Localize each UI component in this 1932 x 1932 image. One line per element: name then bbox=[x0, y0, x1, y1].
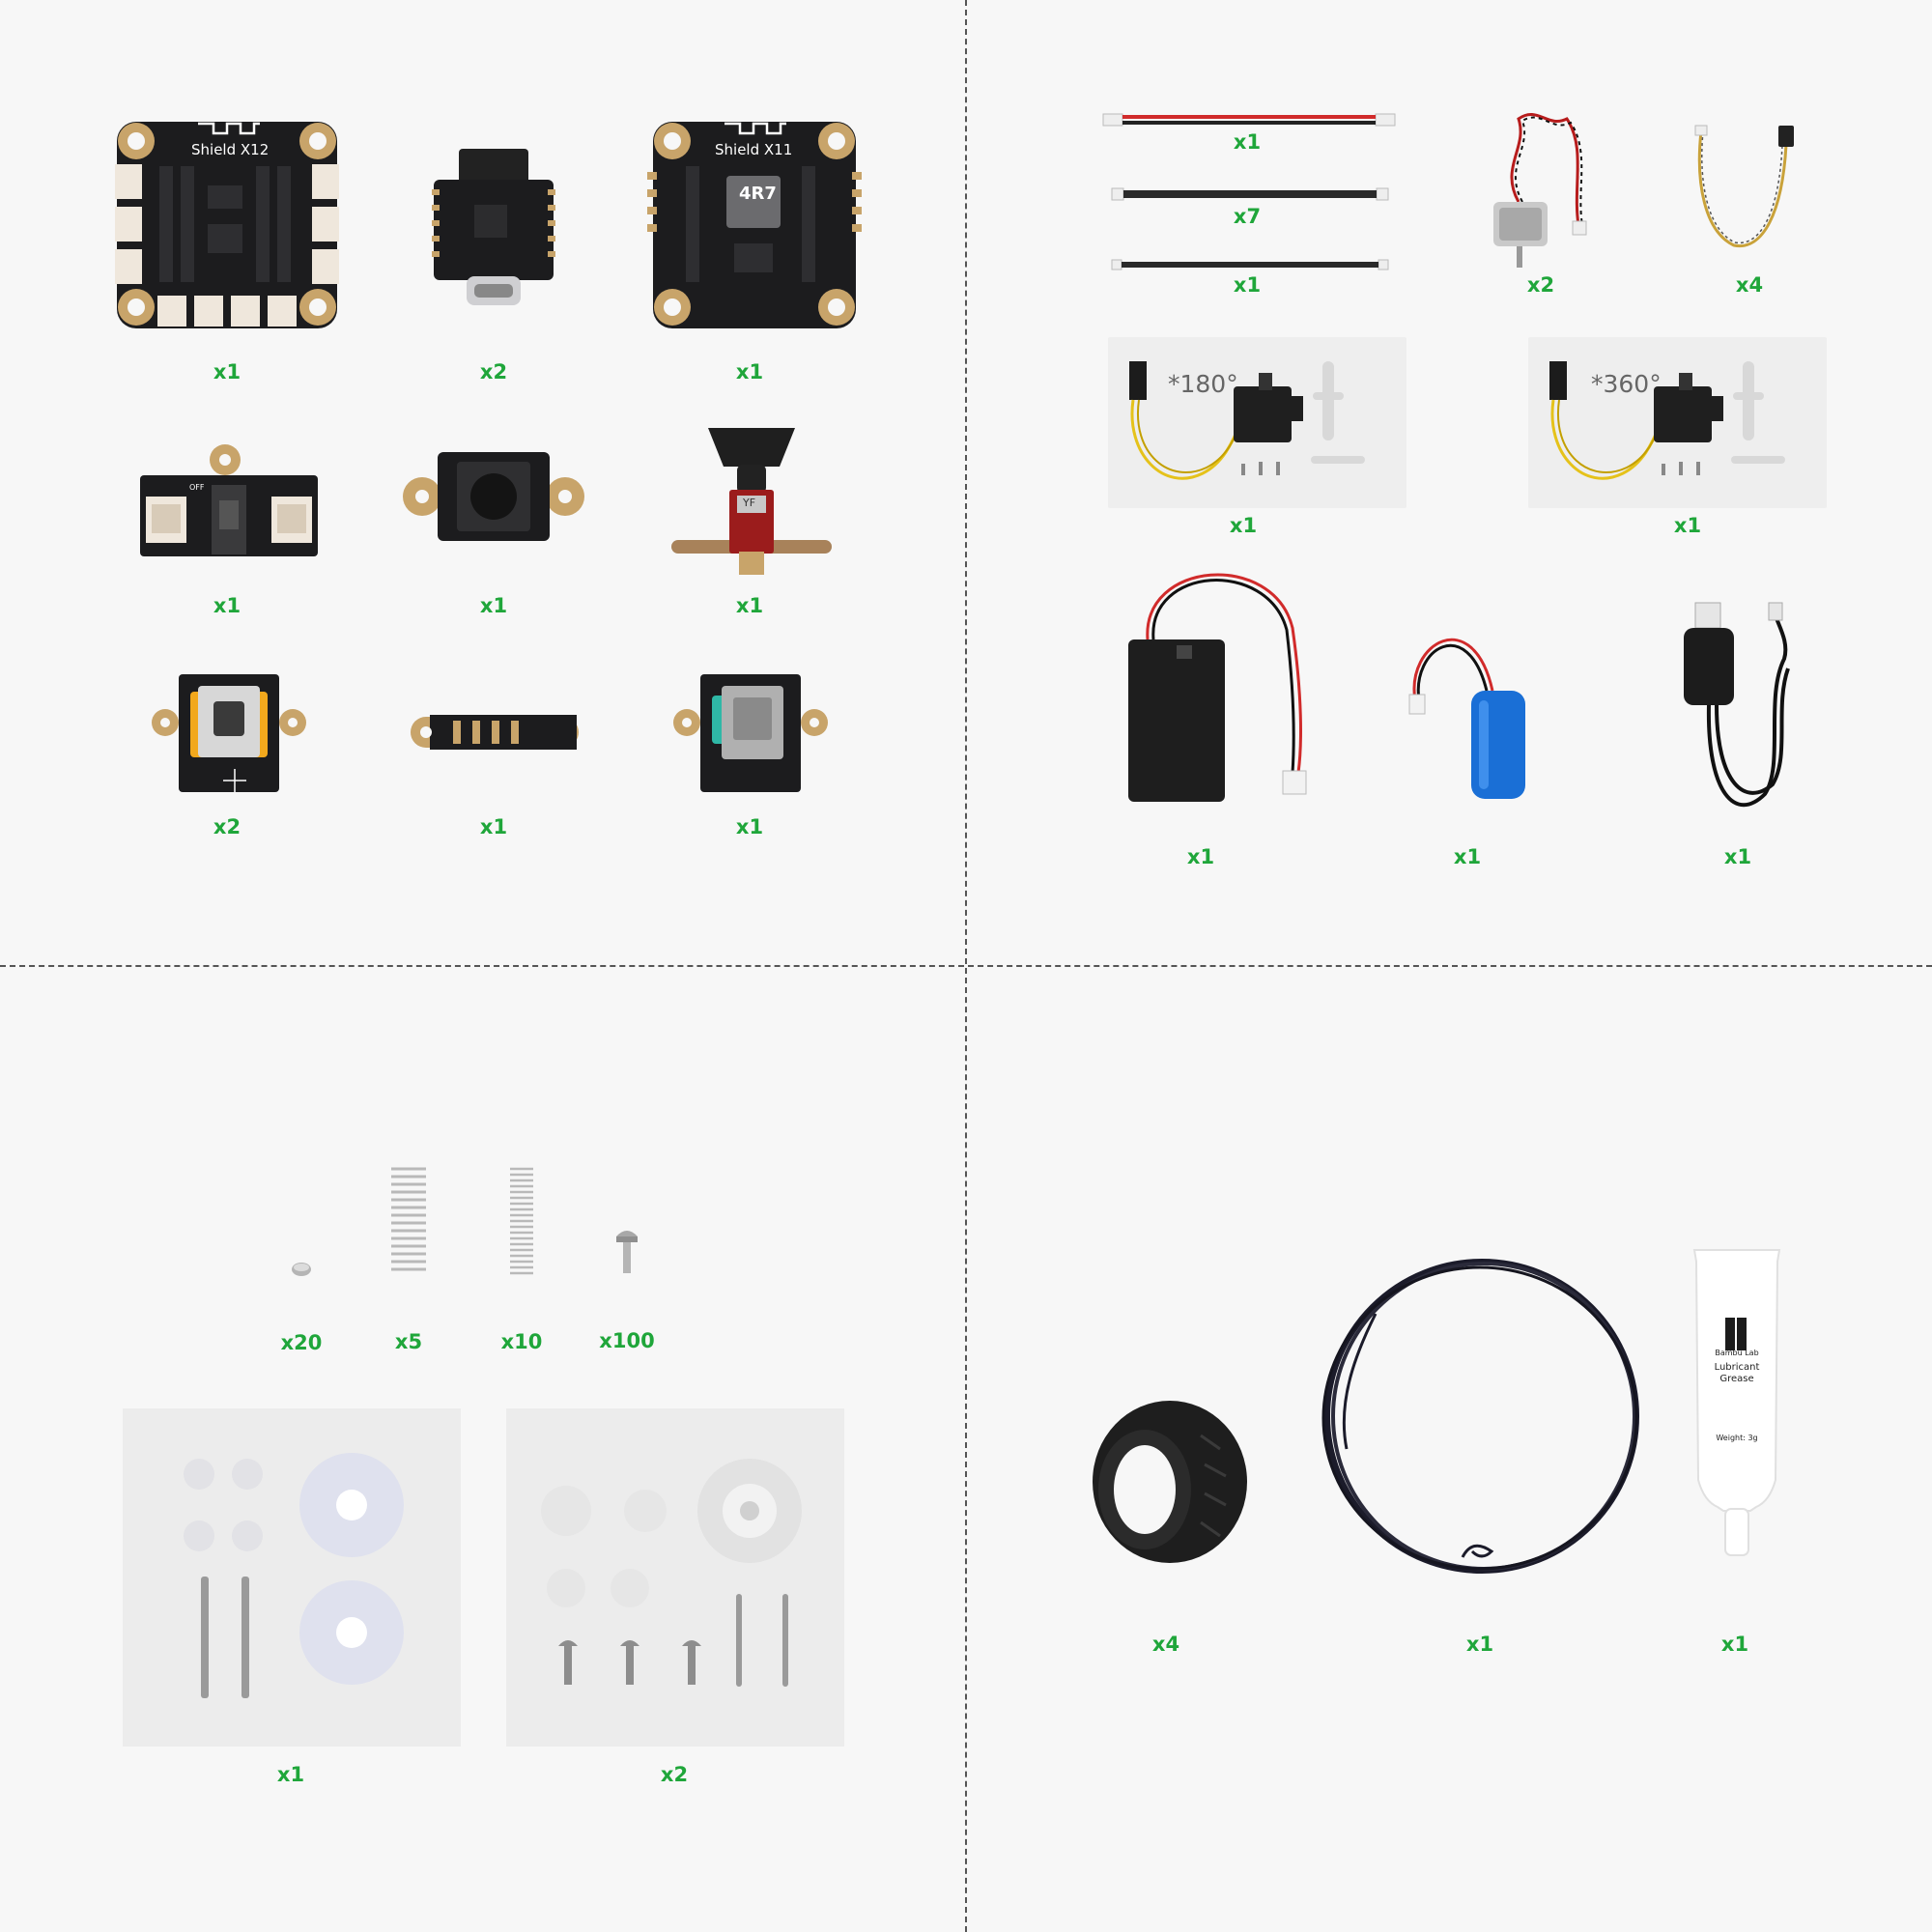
qty-magnet: x20 bbox=[280, 1331, 323, 1354]
red-black-cable bbox=[1102, 111, 1396, 128]
qty-white-cable-1: x1 bbox=[1233, 273, 1262, 297]
shield-x11-label: Shield X11 bbox=[715, 141, 793, 158]
qty-usb-charger: x1 bbox=[1723, 845, 1752, 868]
magnet bbox=[291, 1262, 312, 1277]
lubricant-grease-tube bbox=[1692, 1248, 1781, 1565]
wire-coil bbox=[1318, 1256, 1644, 1578]
shield-x12-board bbox=[111, 118, 343, 332]
shield-x11-board bbox=[647, 118, 862, 332]
screw bbox=[614, 1229, 639, 1275]
qty-gear-kit-a: x1 bbox=[276, 1763, 305, 1786]
gear-kit-b bbox=[537, 1457, 817, 1694]
qty-sensor-cable: x4 bbox=[1735, 273, 1764, 297]
spring-small bbox=[508, 1165, 535, 1277]
servo-360 bbox=[1546, 357, 1797, 493]
sensor-cable bbox=[1694, 125, 1800, 251]
joystick-module bbox=[152, 672, 306, 794]
qty-battery: x1 bbox=[1453, 845, 1482, 868]
qty-shield-x11: x1 bbox=[735, 360, 764, 384]
lithium-battery bbox=[1406, 604, 1531, 801]
qty-servo-360: x1 bbox=[1673, 514, 1702, 537]
rubber-tire bbox=[1085, 1397, 1249, 1565]
grease-brand: Bambu Lab bbox=[1715, 1349, 1759, 1357]
horizontal-divider bbox=[0, 965, 1932, 967]
slide-switch-module bbox=[140, 444, 318, 556]
qty-tire: x4 bbox=[1151, 1633, 1180, 1656]
qty-spring-large: x5 bbox=[394, 1330, 423, 1353]
grease-name-line2: Grease bbox=[1719, 1374, 1754, 1384]
qty-toggle-switch: x1 bbox=[735, 594, 764, 617]
qty-grease: x1 bbox=[1720, 1633, 1749, 1656]
qty-battery-box: x1 bbox=[1186, 845, 1215, 868]
qty-shield-x12: x1 bbox=[213, 360, 242, 384]
connector-strip-module bbox=[411, 713, 579, 752]
white-cable-short bbox=[1111, 186, 1389, 202]
battery-box bbox=[1128, 551, 1307, 804]
shield-x12-label: Shield X12 bbox=[191, 141, 270, 158]
qty-gear-kit-b: x2 bbox=[660, 1763, 689, 1786]
qty-joystick: x2 bbox=[213, 815, 242, 838]
push-button-module bbox=[403, 450, 584, 543]
toggle-chip-label: YF bbox=[743, 497, 756, 509]
grease-name-line1: Lubricant bbox=[1714, 1362, 1760, 1373]
toggle-switch-module bbox=[671, 426, 832, 577]
usb-charger-cable bbox=[1678, 601, 1798, 815]
qty-push-button: x1 bbox=[479, 594, 508, 617]
qty-red-cable: x1 bbox=[1233, 130, 1262, 154]
esp-controller-board bbox=[432, 147, 555, 307]
qty-servo-180: x1 bbox=[1229, 514, 1258, 537]
qty-esp-board: x2 bbox=[479, 360, 508, 384]
qty-dc-motor: x2 bbox=[1526, 273, 1555, 297]
qty-connector-strip: x1 bbox=[479, 815, 508, 838]
qty-rotary-switch: x1 bbox=[735, 815, 764, 838]
servo-180 bbox=[1125, 357, 1377, 493]
white-cable-long bbox=[1111, 258, 1389, 271]
rotary-switch-module bbox=[673, 672, 828, 794]
qty-wire-coil: x1 bbox=[1465, 1633, 1494, 1656]
servo-180-angle: *180° bbox=[1168, 370, 1238, 398]
spring-large bbox=[389, 1165, 428, 1277]
qty-white-cable-7: x7 bbox=[1233, 205, 1262, 228]
grease-weight: Weight: 3g bbox=[1716, 1434, 1758, 1442]
servo-360-angle: *360° bbox=[1591, 370, 1662, 398]
qty-spring-small: x10 bbox=[500, 1330, 543, 1353]
gear-kit-a bbox=[174, 1449, 415, 1710]
gear-kit-a-panel bbox=[123, 1408, 461, 1747]
inductor-label: 4R7 bbox=[739, 184, 777, 204]
qty-slide-switch: x1 bbox=[213, 594, 242, 617]
dc-motor bbox=[1490, 109, 1594, 270]
qty-screw: x100 bbox=[599, 1329, 655, 1352]
off-label: OFF bbox=[189, 483, 205, 492]
